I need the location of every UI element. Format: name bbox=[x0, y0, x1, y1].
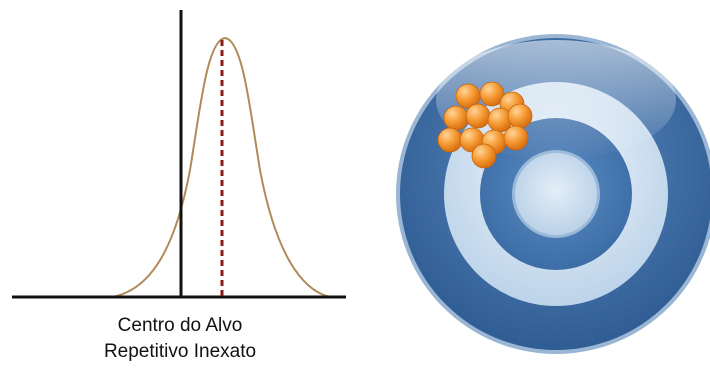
shot-mark bbox=[465, 103, 491, 129]
caption-line-1: Centro do Alvo bbox=[117, 315, 243, 336]
target-center bbox=[515, 153, 597, 235]
bell-curve bbox=[111, 36, 331, 298]
distribution-plot bbox=[12, 10, 346, 299]
shot-mark bbox=[507, 103, 533, 129]
shot-mark bbox=[437, 127, 463, 153]
shot-mark bbox=[503, 125, 529, 151]
target bbox=[396, 34, 710, 354]
shot-cluster bbox=[437, 81, 533, 169]
caption-line-2: Repetitivo Inexato bbox=[103, 341, 257, 362]
shot-mark bbox=[479, 81, 505, 107]
shot-mark bbox=[443, 105, 469, 131]
shot-mark bbox=[471, 143, 497, 169]
